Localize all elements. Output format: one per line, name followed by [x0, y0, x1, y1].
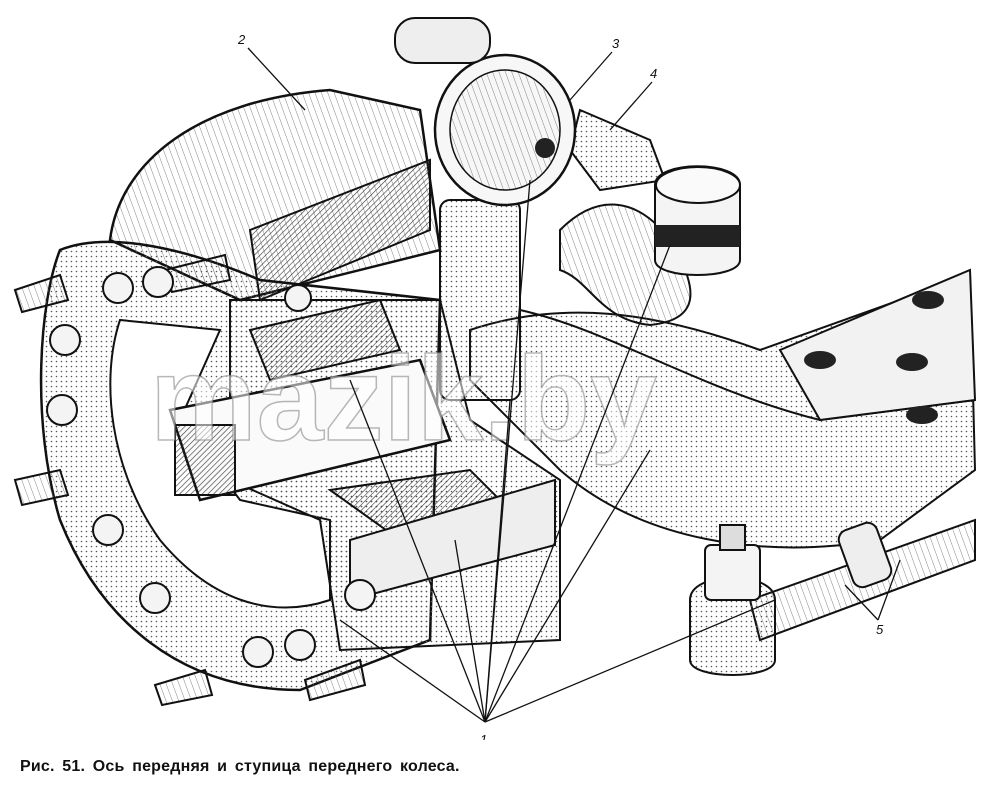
- axle-hub-illustration: mazik.by 2 3 4 5 1: [13, 17, 977, 740]
- tie-rod: [689, 518, 976, 676]
- figure-caption: Рис. 51. Ось передняя и ступица переднег…: [20, 758, 460, 775]
- brake-drum: [108, 88, 442, 302]
- steering-arm: [559, 108, 741, 327]
- hub-nuts: [46, 266, 376, 668]
- hub-cutaway: [168, 298, 561, 652]
- callout-1: 1: [480, 732, 487, 740]
- axle-beam: [469, 268, 977, 549]
- king-pin: [394, 17, 577, 401]
- watermark: mazik.by: [150, 332, 657, 466]
- callout-2: 2: [237, 32, 246, 47]
- callout-5: 5: [876, 622, 884, 637]
- callout-3: 3: [612, 36, 620, 51]
- callout-4: 4: [650, 66, 657, 81]
- leader-lines: [247, 47, 901, 723]
- wheel-studs: [13, 253, 367, 707]
